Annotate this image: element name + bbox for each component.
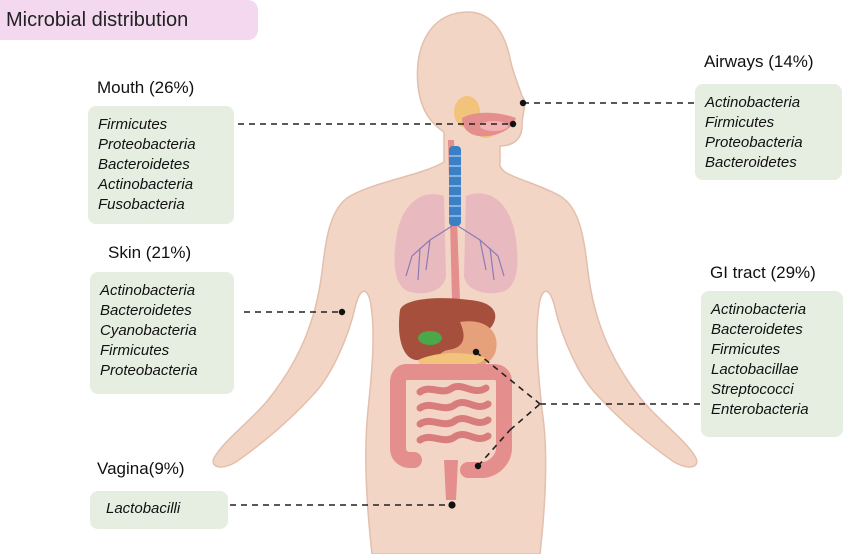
- microbe-item: Firmicutes: [705, 114, 775, 131]
- microbe-item: Bacteroidetes: [711, 321, 803, 338]
- gallbladder: [418, 331, 442, 345]
- bronchi: [405, 225, 505, 281]
- microbe-item: Actinobacteria: [100, 282, 196, 299]
- microbe-item: Proteobacteria: [98, 136, 196, 153]
- figure-title: Microbial distribution: [0, 0, 258, 40]
- microbe-item: Proteobacteria: [705, 134, 803, 151]
- gi-connector-stomach: [475, 351, 541, 405]
- microbe-item: Lactobacillae: [711, 361, 799, 378]
- microbe-item: Cyanobacteria: [100, 322, 197, 339]
- large-intestine: [390, 364, 512, 478]
- gi-connector-lower: [477, 429, 511, 467]
- right-lung: [464, 193, 518, 294]
- vagina-microbe-box: Lactobacilli: [90, 491, 228, 529]
- microbe-item: Fusobacteria: [98, 196, 185, 213]
- mouth-label: Mouth (26%): [97, 78, 195, 97]
- connector-lines: [230, 102, 700, 506]
- airways-label: Airways (14%): [704, 52, 814, 71]
- gi-tract-microbe-box: Actinobacteria Bacteroidetes Firmicutes …: [701, 291, 843, 437]
- microbe-item: Firmicutes: [98, 116, 168, 133]
- microbe-item: Firmicutes: [711, 341, 781, 358]
- microbe-item: Actinobacteria: [711, 301, 807, 318]
- liver: [398, 298, 496, 361]
- microbe-item: Bacteroidetes: [705, 154, 797, 171]
- left-lung: [394, 194, 446, 294]
- microbe-item: Bacteroidetes: [98, 156, 190, 173]
- mouth-microbe-box: Firmicutes Proteobacteria Bacteroidetes …: [88, 106, 234, 224]
- airways-microbe-box: Actinobacteria Firmicutes Proteobacteria…: [695, 84, 842, 180]
- microbe-item: Actinobacteria: [98, 176, 194, 193]
- microbe-item: Lactobacilli: [106, 500, 181, 517]
- tongue: [480, 121, 508, 131]
- skin-microbe-box: Actinobacteria Bacteroidetes Cyanobacter…: [90, 272, 234, 394]
- gi-connector-colon: [509, 403, 541, 431]
- gi-tract-label: GI tract (29%): [710, 263, 816, 282]
- microbe-item: Streptococci: [711, 381, 794, 398]
- microbe-item: Firmicutes: [100, 342, 170, 359]
- skin-label: Skin (21%): [108, 243, 192, 262]
- microbe-item: Enterobacteria: [711, 401, 809, 418]
- microbe-item: Proteobacteria: [100, 362, 198, 379]
- connector-dots: [338, 99, 527, 509]
- microbe-item: Actinobacteria: [705, 94, 801, 111]
- small-intestine: [416, 383, 492, 444]
- rectum: [444, 460, 458, 500]
- microbe-item: Bacteroidetes: [100, 302, 192, 319]
- trachea-rings: [449, 155, 461, 217]
- vagina-label: Vagina(9%): [97, 459, 185, 478]
